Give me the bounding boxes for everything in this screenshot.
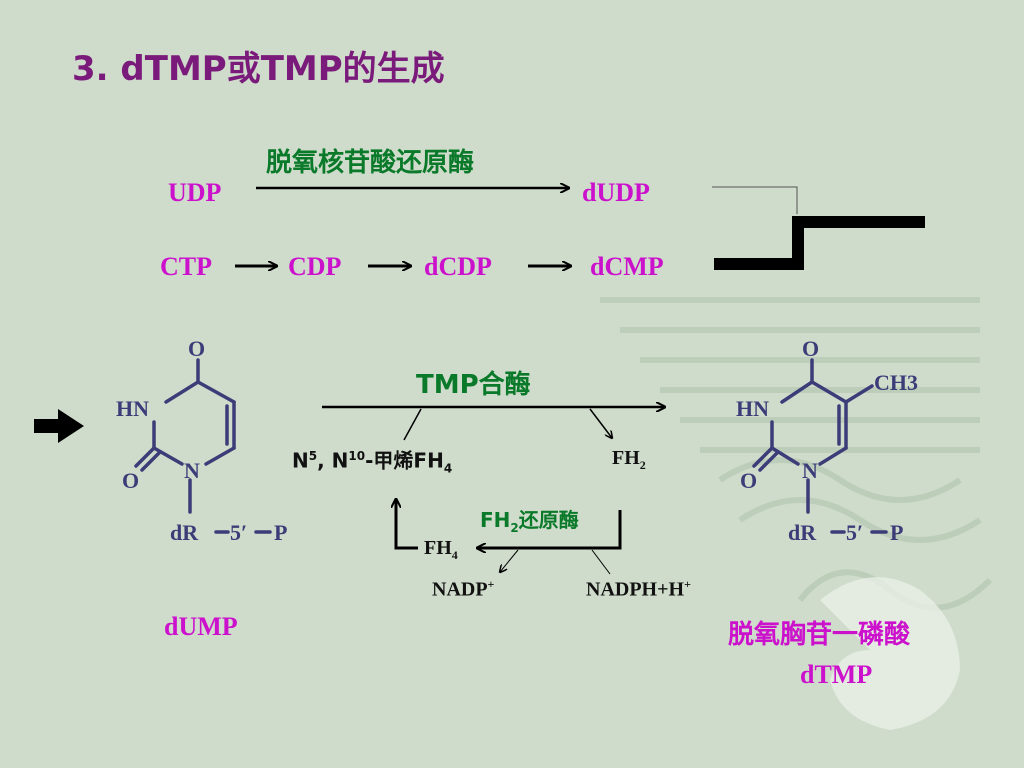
block-arrow [34,409,84,443]
dtmp-atom-dr: dR [788,520,817,545]
fh2-label: FH2 [612,447,646,472]
merge-connector [714,216,925,270]
dtmp-label: dTMP [800,660,873,689]
nadph-label: NADPH+H+ [586,577,691,601]
dtmp-atom-5prime: 5′ [846,520,863,545]
slide-title: 3. dTMP或TMP的生成 [72,49,445,89]
fh2-reductase-label: FH2还原酶 [480,508,579,535]
dudp-connector [712,186,798,214]
dump-atom-dr: dR [170,520,199,545]
fh4-label: FH4 [424,537,458,562]
dump-atom-hn: HN [116,396,149,421]
cdp-label: CDP [288,252,342,281]
methylene-fh4-label: N5, N10-甲烯FH4 [292,448,453,476]
dump-atom-n: N [184,458,200,483]
reductase-enzyme-label: 脱氧核苷酸还原酶 [266,148,475,178]
dcdp-label: dCDP [424,252,492,281]
dtmp-structure: O CH3 HN O N dR 5′ P [736,336,918,545]
fh4-return-arrow [396,500,418,550]
nadp-label: NADP+ [432,577,495,601]
dtmp-atom-o-top: O [802,336,819,361]
dump-atom-5prime: 5′ [230,520,247,545]
dcmp-label: dCMP [590,252,664,281]
dudp-label: dUDP [582,178,650,207]
udp-label: UDP [168,178,222,207]
dump-structure: O HN O N dR 5′ P [116,336,287,545]
dtmp-atom-p: P [890,520,903,545]
regeneration-loop [478,510,622,548]
tmp-synthase-label: TMP合酶 [416,370,531,400]
dump-label: dUMP [164,612,238,641]
dtmp-atom-o-left: O [740,468,757,493]
dtmp-atom-ch3: CH3 [874,370,918,395]
dump-atom-p: P [274,520,287,545]
dump-atom-o-left: O [122,468,139,493]
dtmp-atom-n: N [802,458,818,483]
ctp-label: CTP [160,252,212,281]
dtmp-atom-hn: HN [736,396,769,421]
dump-atom-o-top: O [188,336,205,361]
dtmp-chinese-name: 脱氧胸苷一磷酸 [728,620,911,650]
